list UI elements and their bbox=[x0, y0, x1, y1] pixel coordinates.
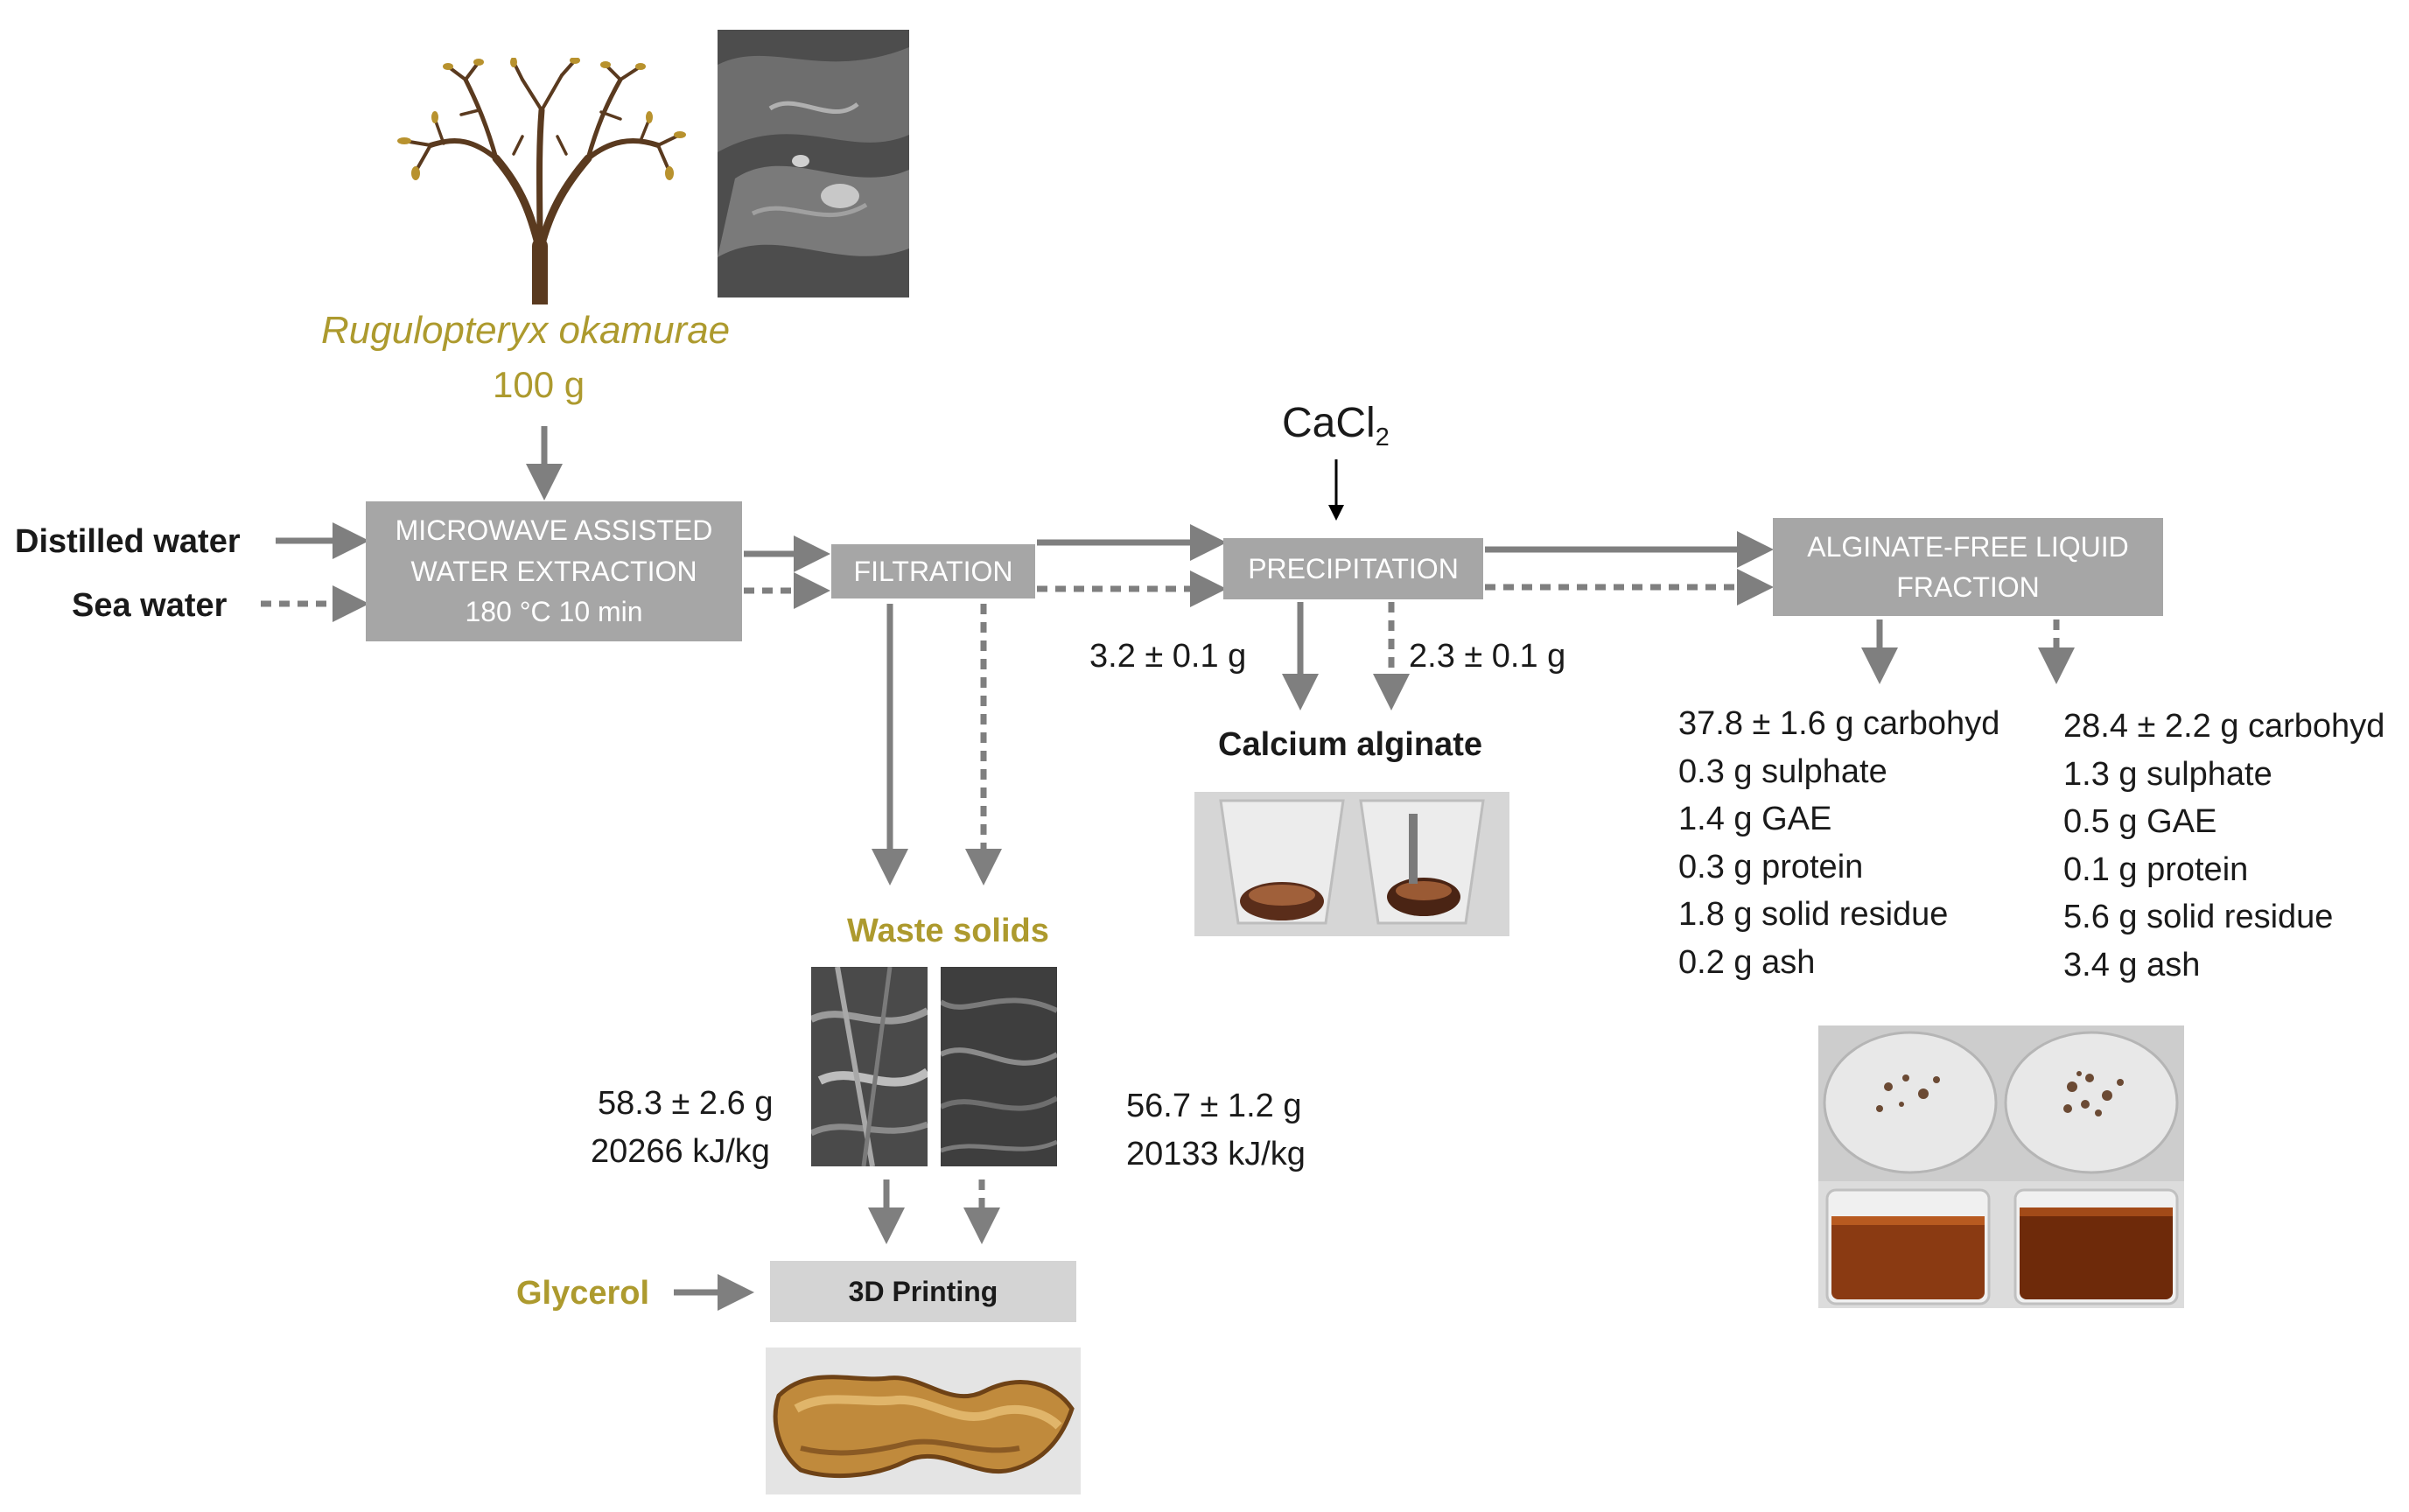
printing-label: 3D Printing bbox=[848, 1275, 998, 1307]
species-mass: 100 g bbox=[493, 364, 585, 405]
composition-list-sea: 28.4 ± 2.2 g carbohyd 1.3 g sulphate 0.5… bbox=[2063, 703, 2384, 989]
species-name: Rugulopteryx okamurae bbox=[321, 309, 731, 352]
waste-solids-label: Waste solids bbox=[847, 913, 1049, 949]
waste-distilled-mass: 58.3 ± 2.6 g bbox=[598, 1085, 774, 1122]
precipitation-label: PRECIPITATION bbox=[1248, 552, 1459, 584]
sem-waste-distilled bbox=[811, 967, 928, 1166]
alginate-free-line-1: ALGINATE-FREE LIQUID bbox=[1807, 530, 2129, 563]
precipitation-step-box: PRECIPITATION bbox=[1223, 538, 1483, 599]
sea-water-label: Sea water bbox=[72, 587, 228, 624]
composition-sea-sulphate: 1.3 g sulphate bbox=[2063, 755, 2272, 793]
alginate-free-line-2: FRACTION bbox=[1896, 571, 2040, 603]
calcium-alginate-label: Calcium alginate bbox=[1218, 726, 1482, 763]
printing-step-box: 3D Printing bbox=[770, 1261, 1076, 1322]
composition-distilled-protein: 0.3 g protein bbox=[1678, 848, 1864, 886]
extraction-line-3: 180 °C 10 min bbox=[465, 596, 643, 628]
composition-distilled-carbohydrates: 37.8 ± 1.6 g carbohyd bbox=[1678, 705, 2000, 742]
dried-fraction-photo bbox=[1818, 1026, 2184, 1181]
glycerol-label: Glycerol bbox=[516, 1275, 650, 1312]
sem-waste-sea bbox=[941, 967, 1057, 1166]
extraction-step-box: MICROWAVE ASSISTED WATER EXTRACTION 180 … bbox=[366, 501, 742, 641]
printed-product-photo bbox=[766, 1348, 1081, 1494]
composition-sea-protein: 0.1 g protein bbox=[2063, 850, 2249, 888]
alginate-free-fraction-box: ALGINATE-FREE LIQUID FRACTION bbox=[1773, 518, 2163, 616]
composition-sea-solid-residue: 5.6 g solid residue bbox=[2063, 899, 2334, 935]
composition-distilled-gae: 1.4 g GAE bbox=[1678, 801, 1832, 837]
calcium-alginate-photo bbox=[1194, 792, 1509, 936]
sem-micrograph-raw bbox=[718, 30, 909, 298]
filtration-label: FILTRATION bbox=[853, 555, 1013, 587]
composition-sea-ash: 3.4 g ash bbox=[2063, 946, 2201, 984]
reagent-subscript: 2 bbox=[1375, 424, 1390, 452]
composition-sea-carbohydrates: 28.4 ± 2.2 g carbohyd bbox=[2063, 708, 2385, 745]
composition-list-distilled: 37.8 ± 1.6 g carbohyd 0.3 g sulphate 1.4… bbox=[1678, 700, 1999, 986]
extraction-line-2: WATER EXTRACTION bbox=[410, 555, 697, 587]
composition-distilled-solid-residue: 1.8 g solid residue bbox=[1678, 896, 1949, 933]
waste-sea-mass: 56.7 ± 1.2 g bbox=[1126, 1088, 1302, 1124]
liquid-fraction-photo bbox=[1818, 1181, 2184, 1308]
filtration-step-box: FILTRATION bbox=[831, 544, 1035, 598]
reagent-base: CaCl bbox=[1282, 400, 1376, 446]
waste-distilled-energy: 20266 kJ/kg bbox=[591, 1133, 770, 1170]
distilled-water-label: Distilled water bbox=[15, 523, 241, 560]
waste-sea-energy: 20133 kJ/kg bbox=[1126, 1136, 1306, 1172]
reagent-cacl2: CaCl2 bbox=[1282, 402, 1390, 451]
extraction-line-1: MICROWAVE ASSISTED bbox=[395, 514, 713, 547]
composition-sea-gae: 0.5 g GAE bbox=[2063, 803, 2217, 840]
alginate-yield-distilled: 3.2 ± 0.1 g bbox=[1089, 638, 1247, 675]
seaweed-illustration bbox=[391, 58, 689, 304]
alginate-yield-sea: 2.3 ± 0.1 g bbox=[1409, 638, 1566, 675]
composition-distilled-sulphate: 0.3 g sulphate bbox=[1678, 752, 1887, 790]
composition-distilled-ash: 0.2 g ash bbox=[1678, 943, 1816, 981]
